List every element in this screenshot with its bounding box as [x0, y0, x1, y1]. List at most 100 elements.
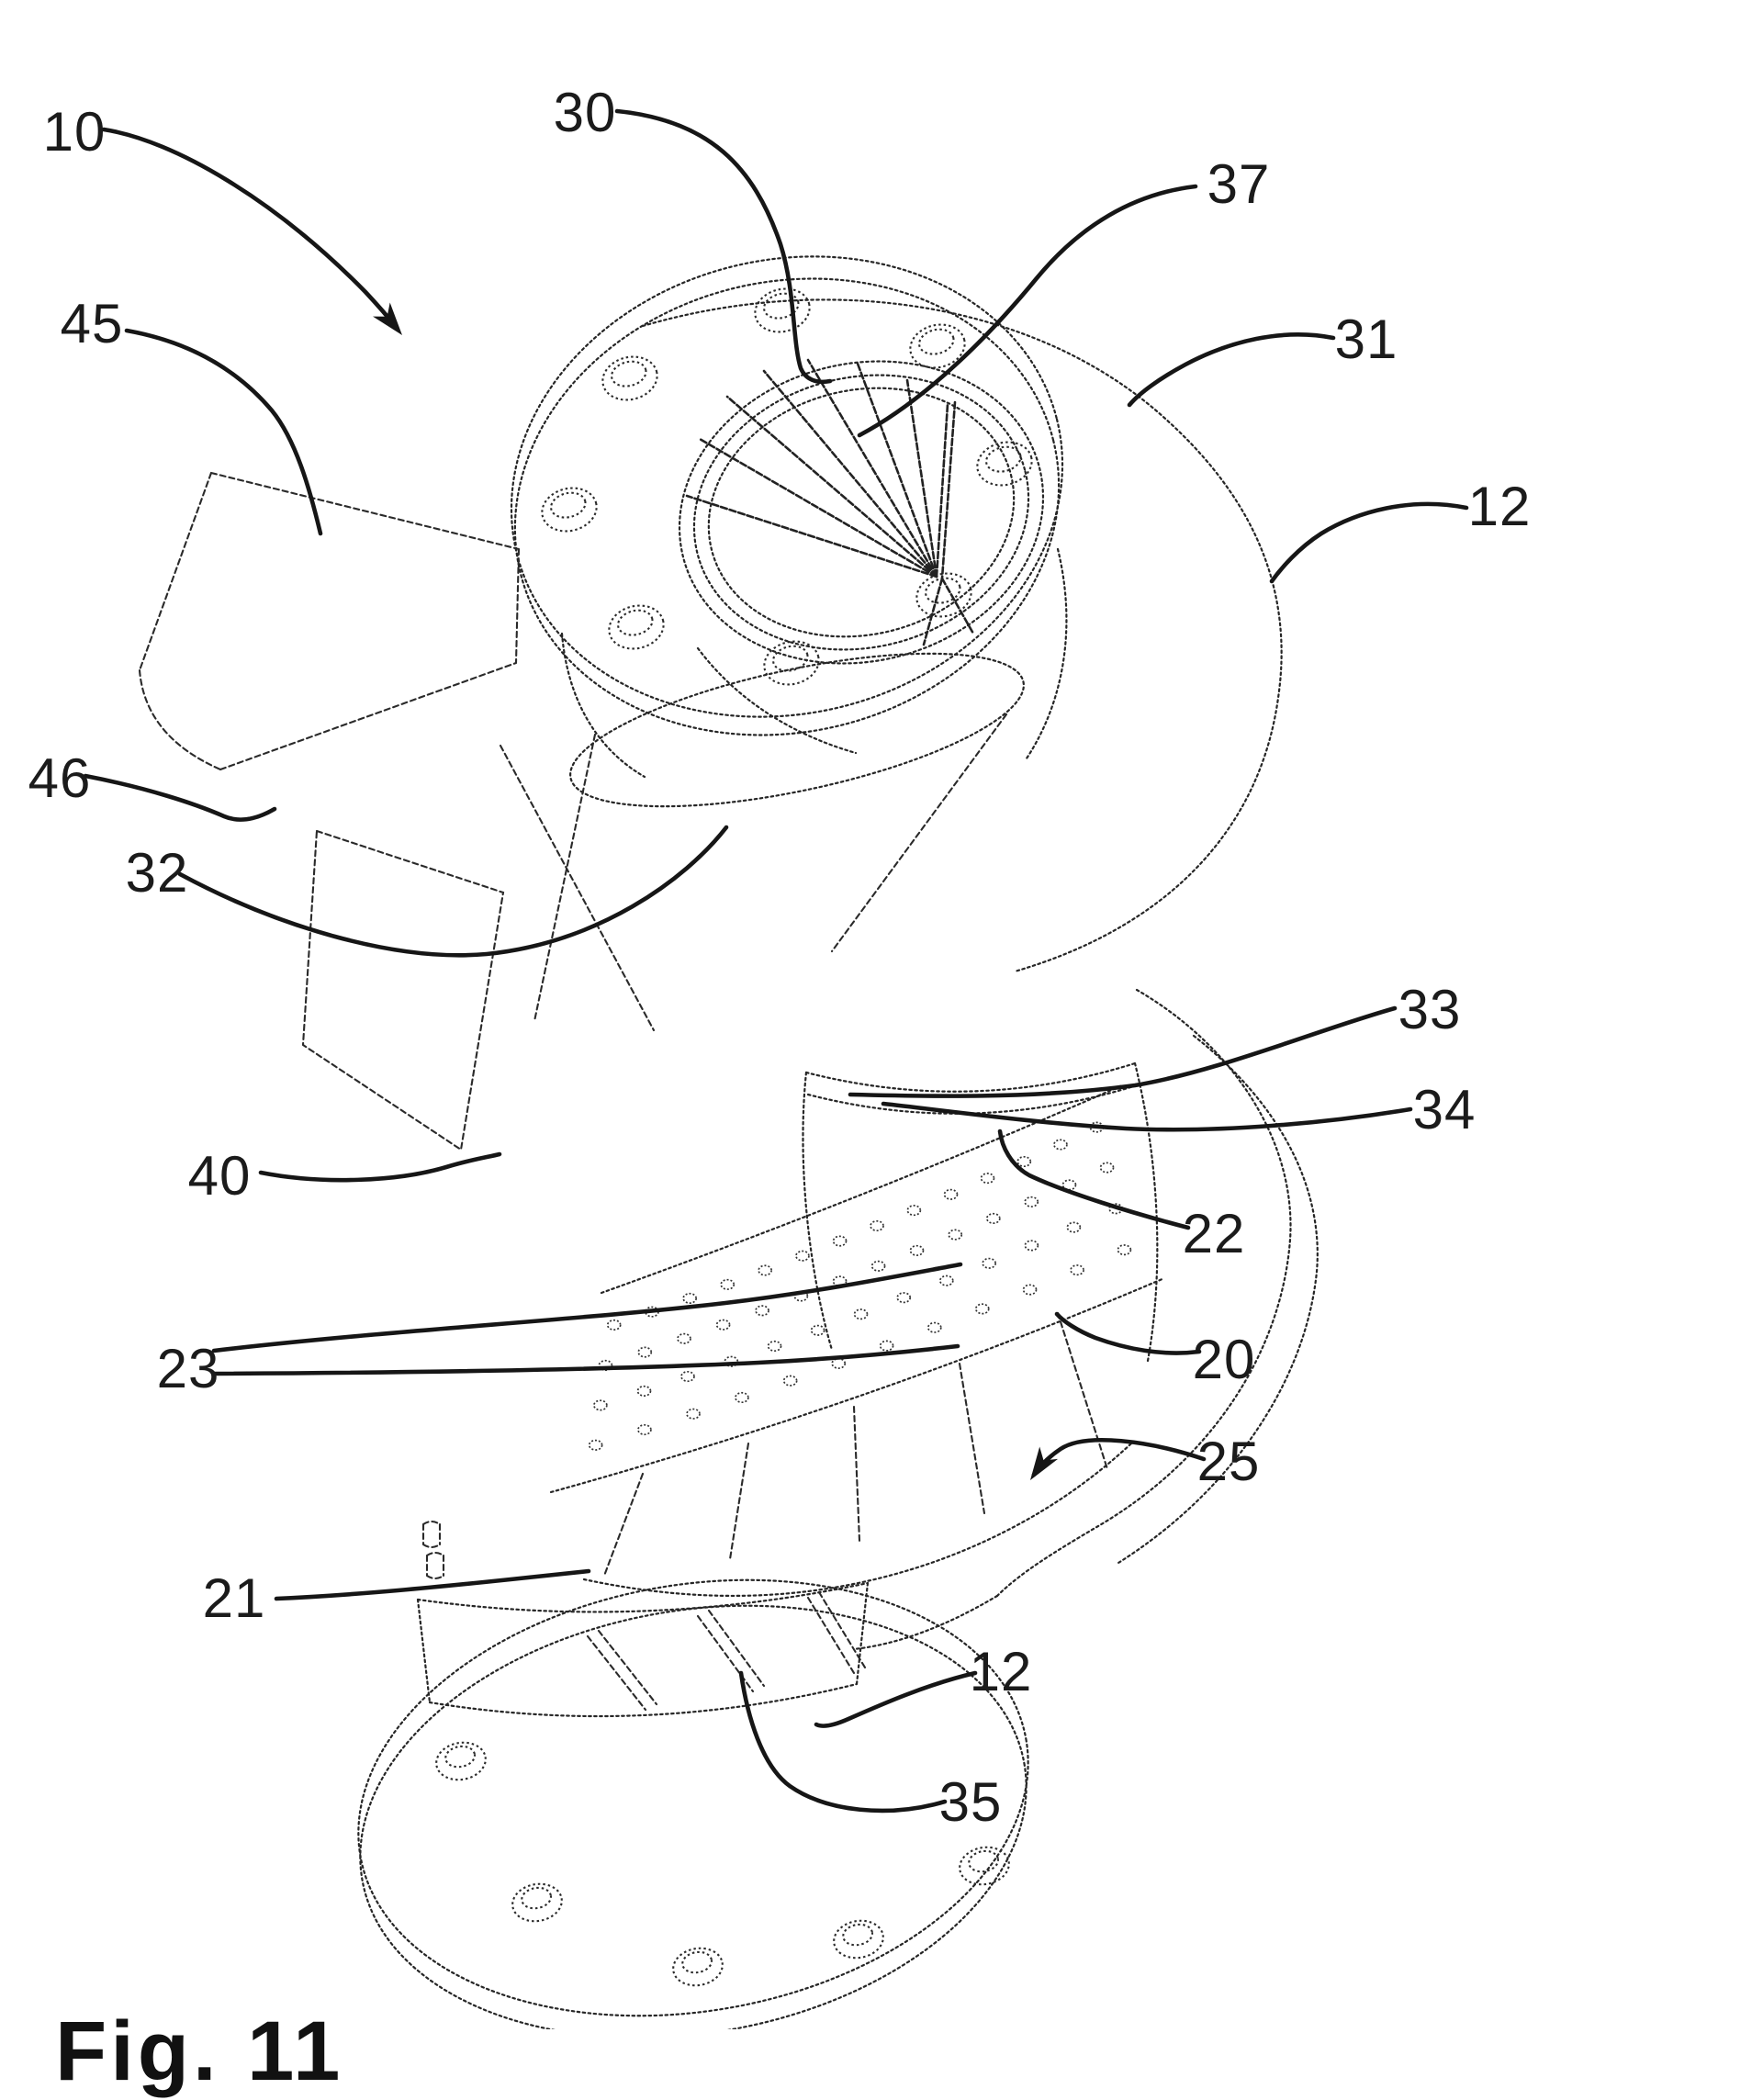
rivet-hole: [1070, 1264, 1084, 1276]
figure-caption: Fig. 11: [55, 2005, 344, 2098]
rivet-hole: [1066, 1221, 1082, 1233]
leader-line-20: [1054, 1311, 1202, 1355]
rivet-hole: [606, 1319, 622, 1331]
rivet-hole: [909, 1244, 925, 1256]
ref-label-12: 12: [970, 1641, 1033, 1702]
rivet-hole: [1099, 1162, 1115, 1174]
rivet-band: [549, 1084, 1166, 1598]
rivet-hole: [980, 1173, 995, 1185]
rivet-hole: [879, 1340, 894, 1352]
rivet-hole: [985, 1212, 1001, 1224]
ref-label-22: 22: [1183, 1203, 1246, 1264]
rivet-hole: [974, 1303, 990, 1315]
rivet-hole: [720, 1278, 736, 1290]
ref-label-20: 20: [1193, 1329, 1256, 1390]
rivet-hole: [758, 1264, 773, 1276]
inlet-duct-lower: [301, 829, 505, 1151]
bottom-flange-bolt-holes: [435, 1741, 1010, 1987]
leader-line-31: [1127, 332, 1336, 408]
rivet-hole: [896, 1292, 912, 1304]
leader-line-37: [857, 184, 1198, 438]
leader-arrowhead-25: [1030, 1446, 1059, 1480]
ref-label-37: 37: [1207, 153, 1271, 215]
rivet-hole: [1016, 1155, 1032, 1168]
rivet-hole: [810, 1324, 825, 1336]
device-drawing: [138, 255, 1319, 2029]
rivet-hole: [926, 1321, 942, 1333]
ref-label-12: 12: [1468, 476, 1532, 537]
rivet-hole: [636, 1385, 652, 1397]
scroll-shell: [852, 988, 1319, 1651]
rivet-hole: [906, 1205, 922, 1217]
top-flange-bolt-holes: [541, 287, 1033, 686]
rivet-hole: [724, 1355, 739, 1367]
rivet-hole: [870, 1219, 884, 1232]
leader-line-35: [738, 1670, 948, 1814]
rivet-hole: [637, 1423, 652, 1436]
rivet-hole: [686, 1408, 701, 1420]
support-struts: [586, 1590, 867, 1712]
rivet-hole: [982, 1257, 997, 1269]
leader-line-21: [274, 1568, 591, 1601]
stud-bolts: [421, 1520, 445, 1580]
rivet-hole: [1117, 1244, 1132, 1256]
leader-line-10: [101, 127, 399, 331]
leader-line-46: [83, 773, 277, 822]
leader-arrowhead-10: [373, 302, 402, 335]
rivet-hole: [755, 1305, 769, 1317]
rivet-hole: [831, 1357, 847, 1369]
band-spokes: [602, 1311, 1109, 1578]
rivet-hole: [853, 1308, 869, 1320]
ref-label-40: 40: [188, 1145, 252, 1207]
rivet-hole: [715, 1319, 731, 1331]
rivet-hole: [948, 1229, 963, 1241]
ref-label-21: 21: [203, 1567, 266, 1629]
upper-housing: [560, 298, 1283, 973]
rivet-hole: [832, 1235, 848, 1247]
rivet-hole: [682, 1292, 698, 1304]
cone-and-ducts: [138, 471, 1025, 1151]
swirl-vanes: [685, 358, 975, 646]
rivet-hole: [795, 1250, 810, 1262]
leader-line-22: [997, 1129, 1191, 1230]
ref-label-34: 34: [1413, 1079, 1477, 1140]
rivet-hole: [637, 1346, 653, 1358]
rivet-hole: [680, 1370, 695, 1383]
rivet-hole: [870, 1260, 886, 1272]
rivet-hole: [943, 1188, 959, 1200]
rivet-hole: [677, 1332, 691, 1344]
rivet-hole: [767, 1340, 782, 1353]
bottom-flange: [357, 1578, 1029, 2029]
leader-line-12: [1269, 501, 1469, 584]
leader-line-32: [177, 825, 729, 958]
ref-label-33: 33: [1398, 979, 1462, 1040]
leader-line-34: [881, 1101, 1413, 1132]
leader-line-40: [258, 1151, 502, 1183]
leader-line-45: [124, 328, 323, 536]
rivet-hole: [588, 1439, 603, 1451]
rivet-hole: [1024, 1196, 1039, 1207]
leader-line-12: [814, 1670, 978, 1728]
ref-label-30: 30: [554, 82, 617, 143]
rivet-hole: [938, 1275, 954, 1286]
rivet-hole: [735, 1391, 749, 1404]
rivet-hole: [1024, 1240, 1039, 1252]
ref-label-46: 46: [28, 747, 92, 809]
rivet-hole: [1022, 1284, 1038, 1296]
rivet-holes: [588, 1121, 1132, 1451]
leader-line-23: [211, 1343, 960, 1376]
inlet-duct-upper: [138, 471, 521, 771]
rivet-hole: [593, 1399, 608, 1411]
rivet-hole: [782, 1375, 798, 1387]
lower-cylinder: [416, 1520, 870, 1718]
ref-label-31: 31: [1335, 309, 1398, 370]
ref-label-32: 32: [126, 842, 189, 904]
ref-label-10: 10: [43, 101, 107, 163]
ref-label-35: 35: [939, 1771, 1003, 1833]
patent-figure-page: { "figure": { "caption": "Fig. 11" }, "r…: [28, 82, 1532, 2098]
swirler-opening: [678, 358, 1045, 665]
ref-label-45: 45: [61, 293, 124, 354]
leader-line-33: [848, 1005, 1398, 1098]
